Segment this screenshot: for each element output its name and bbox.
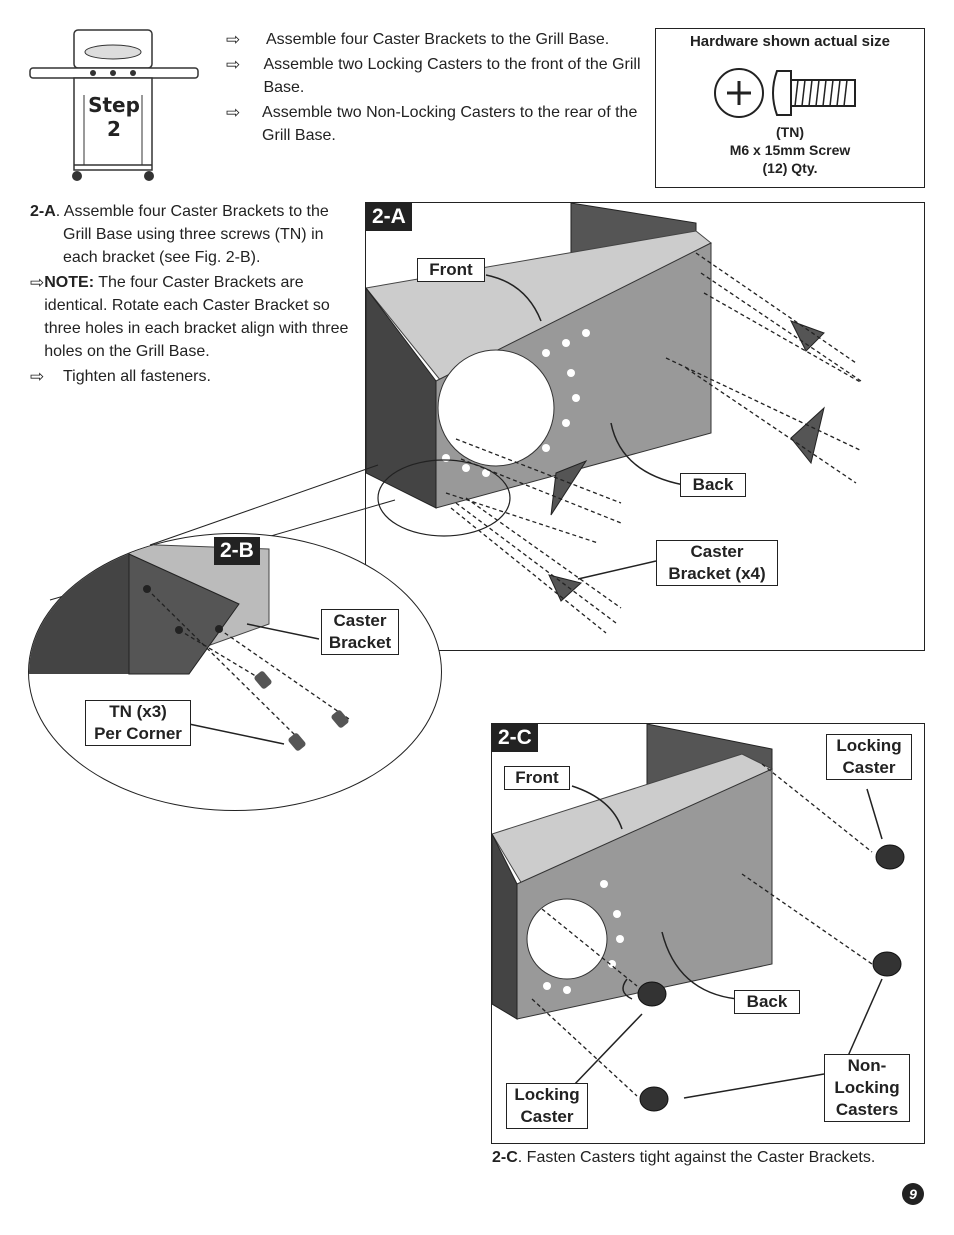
intro-text: Assemble two Non-Locking Casters to the … [262,104,638,144]
grill-icon [29,29,199,181]
intro-list: ⇨ Assemble four Caster Brackets to the G… [226,28,641,147]
label-front: Front [504,766,570,790]
hardware-code: (TN) [776,124,804,140]
figure-2c: 2-C Front Back Locking Caster Locking Ca… [491,723,925,1144]
intro-text: Assemble four Caster Brackets to the Gri… [266,31,610,48]
section-a-lead: 2-A. Assemble four Caster Brackets to th… [30,203,329,266]
grill-thumbnail: Step 2 [28,25,203,185]
label-line: Bracket [328,633,392,652]
section-a-text: 2-A. Assemble four Caster Brackets to th… [30,200,350,388]
label-line: Caster [842,758,896,777]
intro-item: ⇨ Assemble four Caster Brackets to the G… [226,28,641,51]
figure-2c-tag: 2-C [492,724,538,752]
hardware-caption: (TN) M6 x 15mm Screw (12) Qty. [656,123,924,177]
arrow-right-icon: ⇨ [226,55,241,74]
figure-2b-tag: 2-B [214,537,260,565]
figure-2a-tag: 2-A [366,203,412,231]
label-locking-caster-bottom: Locking Caster [506,1083,588,1129]
section-a-id: 2-A [30,203,56,220]
caption-2c-text: . Fasten Casters tight against the Caste… [517,1149,876,1166]
label-line: TN (x3) [109,702,167,721]
label-line: Caster [520,1107,574,1126]
hardware-box: Hardware shown actual size (TN) M6 x 15m… [655,28,925,188]
label-tn-per-corner: TN (x3) Per Corner [85,700,191,746]
label-non-locking-casters: Non- Locking Casters [824,1054,910,1122]
caption-2c: 2-C. Fasten Casters tight against the Ca… [492,1146,922,1169]
label-line: Locking [514,1085,580,1104]
label-front: Front [417,258,485,282]
hardware-name: M6 x 15mm Screw [729,142,851,158]
figure-2a: 2-A Front Back Caster Bracket (x4) [365,202,925,651]
arrow-right-icon: ⇨ [30,367,45,386]
intro-item: ⇨ Assemble two Locking Casters to the fr… [226,53,641,99]
label-back: Back [680,473,746,497]
hardware-title: Hardware shown actual size [689,33,891,50]
hardware-qty: (12) Qty. [762,160,818,176]
label-line: Casters [835,1100,899,1119]
arrow-right-icon: ⇨ [30,273,45,292]
label-back: Back [734,990,800,1014]
tighten-text: Tighten all fasteners. [63,368,211,385]
label-line: Locking [834,1078,900,1097]
note-label: NOTE: [44,274,95,291]
casters-illustration [492,724,905,1112]
label-line: Per Corner [94,724,182,743]
page-number: 9 [902,1183,924,1205]
label-locking-caster-top: Locking Caster [826,734,912,780]
section-a-note: ⇨ NOTE: The four Caster Brackets are ide… [30,271,350,363]
label-line: Caster [333,611,387,630]
arrow-right-icon: ⇨ [226,30,241,49]
bracket-detail-illustration [29,543,350,751]
intro-text: Assemble two Locking Casters to the fron… [263,56,641,96]
screw-icon [714,68,856,118]
arrow-right-icon: ⇨ [226,103,241,122]
step-label: Step 2 [80,93,148,141]
label-line: Caster [690,542,744,561]
label-line: Locking [836,736,902,755]
step-number: 2 [107,117,121,141]
caption-2c-id: 2-C [492,1149,518,1166]
label-caster-bracket-x4: Caster Bracket (x4) [656,540,778,586]
section-a-tighten: ⇨ Tighten all fasteners. [30,365,350,388]
grill-base-illustration [366,203,863,634]
label-caster-bracket: Caster Bracket [321,609,399,655]
figure-2b: 2-B Caster Bracket TN (x3) Per Corner [28,533,442,811]
section-a-lead-text: Assemble four Caster Brackets to the Gri… [63,203,329,266]
label-line: Non- [847,1056,887,1075]
note-text: The four Caster Brackets are identical. … [44,274,349,360]
intro-item: ⇨ Assemble two Non-Locking Casters to th… [226,101,641,147]
step-word: Step [88,93,140,117]
label-line: Bracket (x4) [668,564,766,583]
